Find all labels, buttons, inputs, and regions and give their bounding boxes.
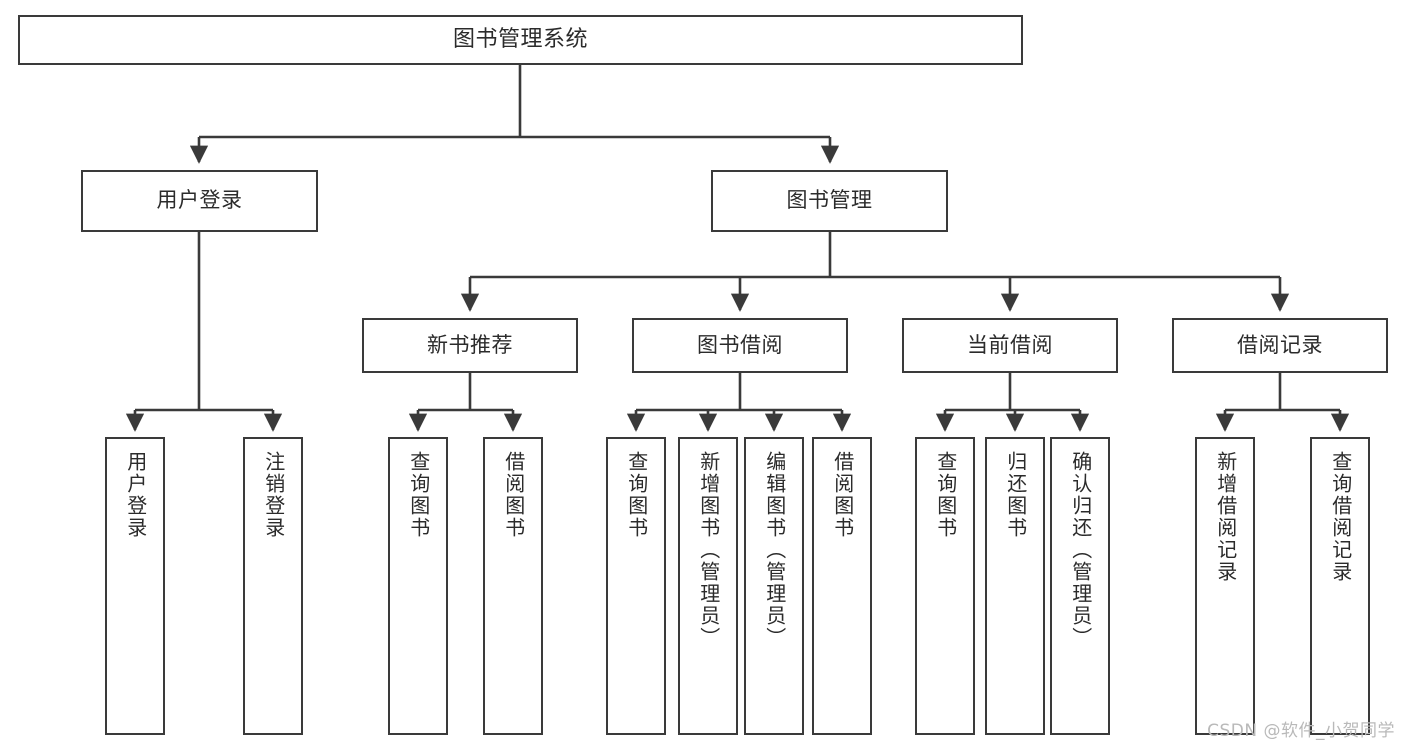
- node-leaf-query-book-recommend[interactable]: 查询图书: [388, 437, 448, 735]
- node-leaf-logout[interactable]: 注销登录: [243, 437, 303, 735]
- node-leaf-label: 借阅图书: [501, 451, 526, 539]
- node-leaf-add-borrow-record[interactable]: 新增借阅记录: [1195, 437, 1255, 735]
- node-leaf-query-borrow-record[interactable]: 查询借阅记录: [1310, 437, 1370, 735]
- node-leaf-label: 编辑图书（管理员）: [762, 451, 787, 649]
- node-root[interactable]: 图书管理系统: [18, 15, 1023, 65]
- node-leaf-label: 归还图书: [1003, 451, 1028, 539]
- node-level3-borrow-record[interactable]: 借阅记录: [1172, 318, 1388, 373]
- node-leaf-label: 确认归还（管理员）: [1068, 451, 1093, 649]
- node-leaf-label: 新增借阅记录: [1213, 451, 1238, 583]
- node-leaf-query-book-current[interactable]: 查询图书: [915, 437, 975, 735]
- node-leaf-label: 用户登录: [123, 451, 148, 539]
- node-leaf-user-login[interactable]: 用户登录: [105, 437, 165, 735]
- node-leaf-add-book-admin[interactable]: 新增图书（管理员）: [678, 437, 738, 735]
- node-leaf-label: 借阅图书: [830, 451, 855, 539]
- node-leaf-edit-book-admin[interactable]: 编辑图书（管理员）: [744, 437, 804, 735]
- node-leaf-return-book[interactable]: 归还图书: [985, 437, 1045, 735]
- node-leaf-label: 查询借阅记录: [1328, 451, 1353, 583]
- node-level3-book-borrow[interactable]: 图书借阅: [632, 318, 848, 373]
- node-level3-new-book-recommend[interactable]: 新书推荐: [362, 318, 578, 373]
- node-level3-current-borrow[interactable]: 当前借阅: [902, 318, 1118, 373]
- node-level2-book-management[interactable]: 图书管理: [711, 170, 948, 232]
- node-level2-user-login[interactable]: 用户登录: [81, 170, 318, 232]
- node-leaf-borrow-book[interactable]: 借阅图书: [812, 437, 872, 735]
- node-leaf-borrow-book-recommend[interactable]: 借阅图书: [483, 437, 543, 735]
- watermark: CSDN @软件_小贺同学: [1207, 721, 1395, 741]
- node-leaf-label: 查询图书: [624, 451, 649, 539]
- node-leaf-confirm-return-admin[interactable]: 确认归还（管理员）: [1050, 437, 1110, 735]
- node-leaf-label: 查询图书: [406, 451, 431, 539]
- node-leaf-label: 注销登录: [261, 451, 286, 539]
- node-leaf-query-book-borrow[interactable]: 查询图书: [606, 437, 666, 735]
- node-leaf-label: 新增图书（管理员）: [696, 451, 721, 649]
- node-leaf-label: 查询图书: [933, 451, 958, 539]
